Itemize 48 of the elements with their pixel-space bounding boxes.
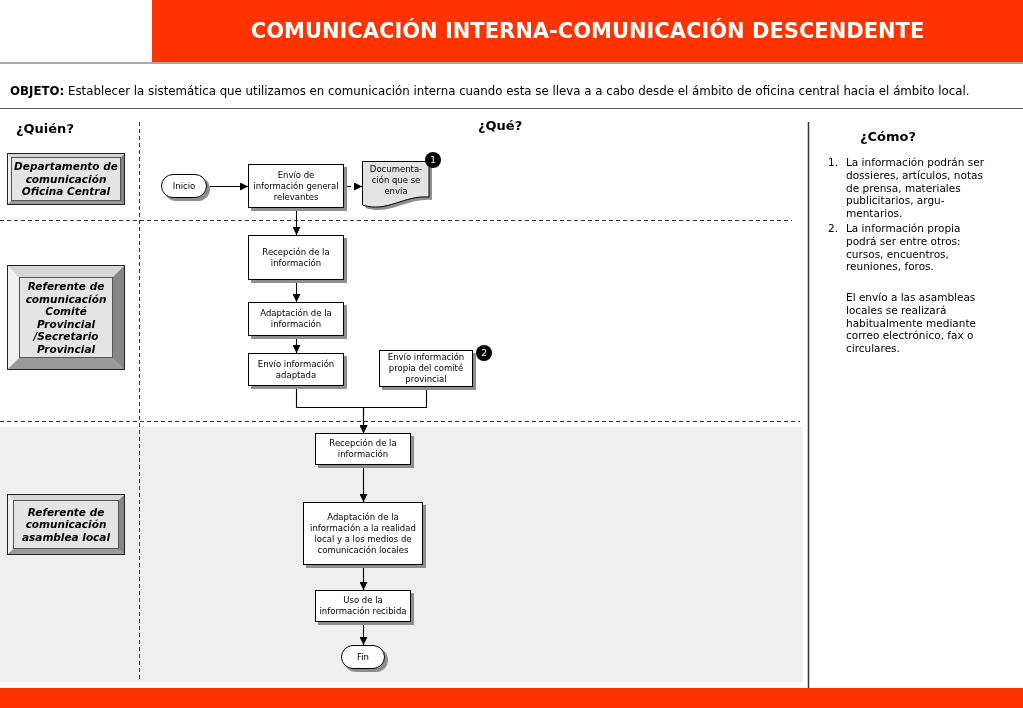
step-label: Envío información propia del comité provincial: [386, 352, 466, 385]
column-heading: ¿Cómo?: [860, 129, 917, 145]
process-box: [248, 235, 347, 283]
step-label: Recepción de la información: [261, 246, 331, 269]
note-text: El envío a las asambleas locales se realizará habitualmente mediante correo electrónico, fax o circulares.: [846, 291, 977, 355]
list-number: 2.: [828, 222, 839, 235]
terminator: [161, 174, 210, 201]
step-label: Envío información adaptada: [256, 358, 336, 381]
role-box: [7, 494, 125, 555]
callout-number: 2: [476, 345, 492, 361]
callout-number: 1: [425, 152, 441, 168]
flow-arrow: [359, 624, 368, 646]
step-label: Envío de información general relevantes: [252, 169, 340, 203]
role-box: [7, 153, 125, 205]
flow-arrow: [292, 282, 301, 303]
role-label: Departamento de comunicación Oficina Central: [13, 160, 119, 198]
flow-arrow: [209, 182, 249, 191]
flow-arrow: [346, 182, 363, 191]
terminator: [341, 645, 388, 672]
process-box: [379, 350, 476, 390]
step-label: Inicio: [172, 180, 196, 192]
flow-arrow: [359, 467, 368, 503]
role-label: Referente de comunicación asamblea local: [20, 505, 112, 544]
objective-text: OBJETO: Establecer la sistemática que utilizamos en comunicación interna cuando esta se lleva a a cabo desde el ámbito de oficina central hacia el ámbito local.: [10, 84, 970, 98]
role-label: Referente de comunicación Comité Provincial /Secretario Provincial: [24, 280, 108, 355]
flow-arrow: [292, 338, 301, 354]
list-number: 1.: [828, 156, 839, 169]
process-box: [303, 502, 426, 568]
list-item-text: La información propia podrá ser entre otros: cursos, encuentros, reuniones, foros.: [846, 222, 962, 274]
process-box: [248, 164, 347, 211]
flow-arrow: [292, 210, 301, 236]
process-box: [315, 433, 414, 468]
step-label: Fin: [357, 651, 369, 663]
process-box: [315, 590, 414, 625]
column-heading: ¿Qué?: [478, 118, 523, 134]
step-label: Adaptación de la información: [259, 308, 333, 330]
column-heading: ¿Quién?: [16, 121, 74, 137]
step-label: Adaptación de la información a la realidad local y a los medios de comunicación locales: [309, 511, 417, 556]
process-box: [248, 302, 347, 339]
step-label: Uso de la información recibida: [318, 595, 408, 617]
step-label: Documenta- ción que se envía: [368, 163, 424, 197]
process-box: [248, 353, 347, 389]
flow-arrow: [359, 567, 368, 591]
page-title: COMUNICACIÓN INTERNA-COMUNICACIÓN DESCENDENTE: [250, 18, 925, 44]
list-item-text: La información podrán ser dossieres, artículos, notas de prensa, materiales publicitarios, argu- mentarios.: [846, 156, 985, 220]
step-label: Recepción de la información: [328, 438, 398, 460]
role-box: [7, 265, 125, 370]
flow-arrow: [359, 389, 428, 434]
